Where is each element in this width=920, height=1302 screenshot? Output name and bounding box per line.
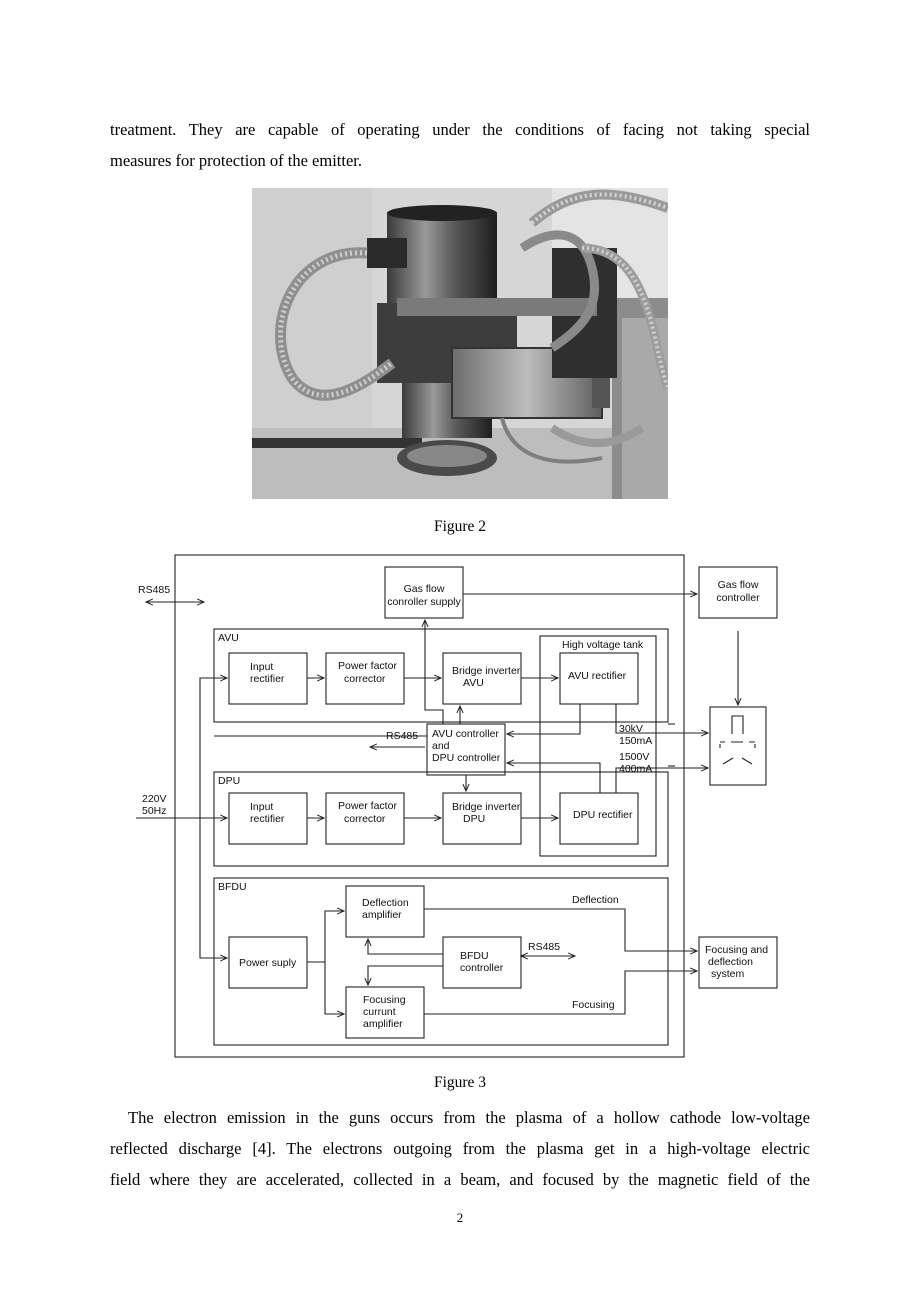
deflection-amp-label-1: Deflection xyxy=(362,897,409,909)
output-400ma-label: 400mA xyxy=(619,763,652,775)
bfdu-group-label: BFDU xyxy=(218,881,247,893)
deflection-amp-label-2: amplifier xyxy=(362,909,402,921)
input-rectifier-avu-label-2: rectifier xyxy=(250,673,285,685)
focusing-deflection-system-box xyxy=(698,936,778,989)
figure-2-photo xyxy=(252,188,668,499)
electron-gun-box xyxy=(709,706,767,786)
bfdu-frame xyxy=(213,877,669,1046)
dpu-rectifier-box xyxy=(559,792,639,845)
output-150ma-label: 150mA xyxy=(619,735,652,747)
focusing-amp-label-3: amplifier xyxy=(363,1018,403,1030)
bridge-dpu-label-1: Bridge inverter xyxy=(452,801,521,813)
rs485-left-label: RS485 xyxy=(138,584,170,596)
paragraph-top: treatment. They are capable of operating… xyxy=(110,114,810,176)
controller-label-2: and xyxy=(432,740,450,752)
avu-rectifier-label: AVU rectifier xyxy=(568,670,627,682)
outer-frame xyxy=(174,554,685,1058)
bfdu-controller-label-2: controller xyxy=(460,962,504,974)
focusing-signal-label: Focusing xyxy=(572,999,615,1011)
bridge-avu-label-1: Bridge inverter xyxy=(452,665,521,677)
output-1500v-label: 1500V xyxy=(619,751,649,763)
bridge-dpu-label-2: DPU xyxy=(463,813,485,825)
deflection-signal-label: Deflection xyxy=(572,894,619,906)
hv-tank-label: High voltage tank xyxy=(562,639,644,651)
pfc-dpu-label-2: corrector xyxy=(344,813,386,825)
focusing-amp-label-2: currunt xyxy=(363,1006,396,1018)
pfc-avu-label-1: Power factor xyxy=(338,660,397,672)
focus-system-label-2: deflection xyxy=(708,956,753,968)
deflection-amplifier-box xyxy=(345,885,425,938)
input-rectifier-avu-label-1: Input xyxy=(250,661,273,673)
text-line: measures for protection of the emitter. xyxy=(110,151,362,170)
paragraph-bottom: The electron emission in the guns occurs… xyxy=(110,1102,810,1195)
focus-system-label-1: Focusing and xyxy=(705,944,768,956)
hv-tank-frame xyxy=(539,635,657,857)
focusing-amp-label-1: Focusing xyxy=(363,994,406,1006)
text-line: treatment. They are capable of operating… xyxy=(110,120,810,139)
gas-flow-controller-box xyxy=(698,566,778,619)
figure-2-caption: Figure 2 xyxy=(433,518,487,535)
text-line: The electron emission in the guns occurs… xyxy=(128,1108,810,1127)
dpu-frame xyxy=(213,771,669,867)
output-30kv-label: 30kV xyxy=(619,723,643,735)
electron-gun-photo xyxy=(252,188,668,499)
figure-3-block-diagram: RS485 Gas flow conroller supply Gas flow… xyxy=(136,554,778,1058)
figure-3-caption: Figure 3 xyxy=(433,1074,487,1091)
text-line: reflected discharge [4]. The electrons o… xyxy=(110,1139,810,1158)
mains-label-2: 50Hz xyxy=(142,805,167,817)
text-line: field where they are accelerated, collec… xyxy=(110,1170,810,1189)
gas-controller-label-1: Gas flow xyxy=(718,579,759,591)
controller-label-3: DPU controller xyxy=(432,752,501,764)
gas-flow-supply-box xyxy=(384,566,464,619)
avu-frame xyxy=(213,628,669,723)
pfc-avu-label-2: corrector xyxy=(344,673,386,685)
focusing-amplifier-box xyxy=(345,986,425,1039)
dpu-group-label: DPU xyxy=(218,775,240,787)
pfc-dpu-label-1: Power factor xyxy=(338,800,397,812)
bridge-avu-label-2: AVU xyxy=(463,677,484,689)
avu-rectifier-box xyxy=(559,652,639,705)
power-supply-label: Power suply xyxy=(239,957,297,969)
bfdu-controller-box xyxy=(442,936,522,989)
controller-label-1: AVU controller xyxy=(432,728,499,740)
input-rectifier-dpu-label-2: rectifier xyxy=(250,813,285,825)
controller-rs485-label: RS485 xyxy=(386,730,418,742)
bfdu-rs485-label: RS485 xyxy=(528,941,560,953)
focus-system-label-3: system xyxy=(711,968,745,980)
gas-supply-label-2: conroller supply xyxy=(387,596,461,608)
page-number: 2 xyxy=(456,1210,464,1225)
gas-supply-label-1: Gas flow xyxy=(404,583,445,595)
mains-label-1: 220V xyxy=(142,793,167,805)
bfdu-controller-label-1: BFDU xyxy=(460,950,489,962)
avu-group-label: AVU xyxy=(218,632,239,644)
dpu-rectifier-label: DPU rectifier xyxy=(573,809,633,821)
gas-controller-label-2: controller xyxy=(716,592,760,604)
input-rectifier-dpu-label-1: Input xyxy=(250,801,273,813)
